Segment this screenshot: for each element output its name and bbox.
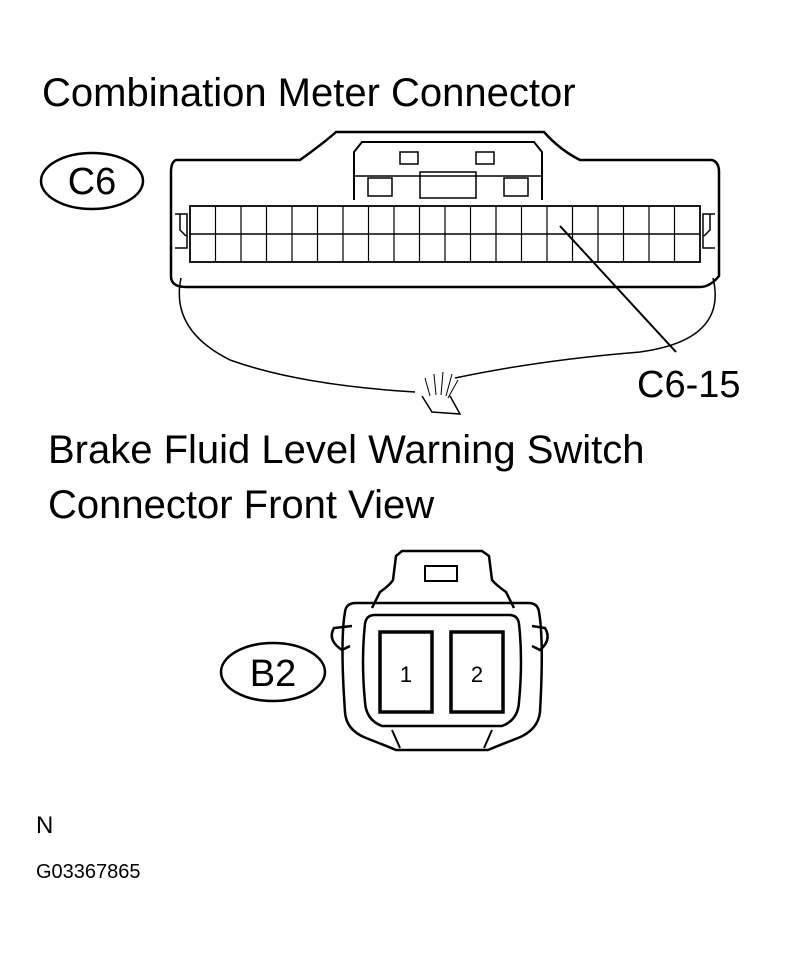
b2-ear-right	[531, 624, 549, 652]
c6-connector	[169, 130, 721, 289]
footer-note: N	[36, 812, 53, 839]
b2-latch-window	[424, 565, 458, 582]
b2-terminal-1	[378, 630, 434, 714]
wire-right	[454, 277, 716, 379]
c6-pin-columns	[214, 206, 676, 262]
brake-switch-title-line1: Brake Fluid Level Warning Switch	[48, 428, 645, 472]
c6-wire-harness	[178, 277, 716, 415]
c6-latch-window-left	[399, 151, 419, 165]
b2-body-inner	[361, 613, 523, 728]
b2-latch	[370, 549, 516, 609]
c6-15-leader-line	[559, 225, 677, 353]
b2-pin-2-label: 2	[471, 662, 483, 687]
c6-tag-outline	[39, 151, 145, 211]
c6-clip-left	[175, 213, 188, 249]
b2-bottom-key	[391, 729, 493, 749]
c6-latch-center	[419, 171, 477, 199]
c6-latch	[353, 141, 543, 200]
c6-latch-tab-right	[503, 177, 529, 197]
figure-code: G03367865	[36, 861, 141, 883]
c6-latch-window-right	[475, 151, 495, 165]
b2-body-outer	[341, 601, 544, 752]
c6-tag-label: C6	[68, 161, 117, 203]
b2-tag-outline	[219, 641, 327, 703]
b2-pin-1-label: 1	[400, 662, 412, 687]
brake-switch-title-line2: Connector Front View	[48, 483, 434, 527]
wire-left	[178, 277, 416, 393]
c6-clip-right	[702, 213, 715, 249]
c6-housing	[169, 130, 721, 289]
combination-meter-title: Combination Meter Connector	[42, 71, 576, 115]
b2-tag-label: B2	[250, 653, 296, 695]
b2-terminal-2	[449, 630, 505, 714]
c6-tag: C6	[39, 151, 145, 211]
b2-tag: B2	[219, 641, 327, 703]
b2-connector	[330, 549, 549, 752]
c6-latch-tab-left	[367, 177, 393, 197]
wire-strands	[424, 371, 459, 399]
wire-bundle	[421, 395, 462, 415]
c6-15-callout: C6-15	[637, 364, 741, 406]
